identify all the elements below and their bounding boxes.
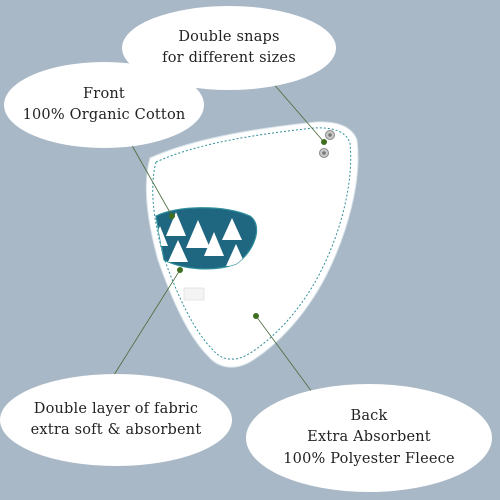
leader-front bbox=[129, 141, 173, 217]
callout-front: Front 100% Organic Cotton bbox=[4, 62, 204, 148]
bib-front-print bbox=[155, 207, 258, 270]
teepee-icon bbox=[156, 212, 246, 266]
leader-back bbox=[255, 315, 313, 393]
callout-front-line1: Front bbox=[83, 85, 125, 102]
care-label bbox=[183, 287, 205, 301]
bib-stitching bbox=[152, 127, 352, 360]
leader-snaps bbox=[271, 81, 325, 143]
snap-icon bbox=[319, 148, 329, 158]
callout-layer-line1: Double layer of fabric bbox=[33, 400, 199, 417]
callout-layer-line2: extra soft & absorbent bbox=[30, 422, 202, 438]
snap-icon bbox=[325, 130, 335, 140]
callout-back: Back Extra Absorbent 100% Polyester Flee… bbox=[246, 384, 492, 492]
leader-dot bbox=[169, 213, 175, 219]
callout-snaps: Double snaps for different sizes bbox=[122, 6, 336, 90]
callout-back-line2: Extra Absorbent bbox=[307, 429, 431, 446]
callout-back-line3: 100% Polyester Fleece bbox=[283, 450, 455, 467]
leader-dot bbox=[321, 139, 327, 145]
callout-back-line1: Back bbox=[350, 408, 388, 425]
leader-dot bbox=[253, 313, 259, 319]
leader-dot bbox=[177, 267, 183, 273]
callout-dots bbox=[169, 139, 327, 319]
callout-double-layer: Double layer of fabric extra soft & abso… bbox=[0, 374, 232, 466]
callout-snaps-line2: for different sizes bbox=[162, 50, 296, 66]
callout-front-line2: 100% Organic Cotton bbox=[22, 107, 186, 123]
leader-layer bbox=[111, 269, 181, 379]
callout-leaders bbox=[111, 81, 325, 393]
callout-snaps-line1: Double snaps bbox=[178, 28, 280, 45]
bib bbox=[145, 121, 359, 368]
